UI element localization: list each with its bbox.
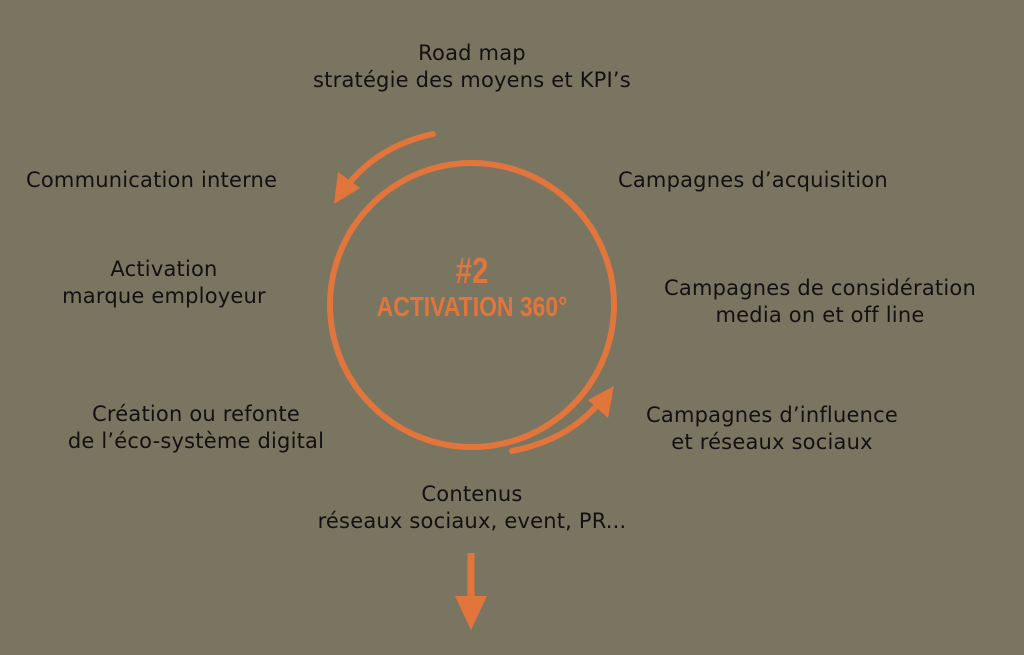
acquisition-label: Campagnes d’acquisition: [618, 168, 888, 192]
down-arrow-icon: [455, 596, 487, 630]
communication-label: Communication interne: [26, 168, 278, 192]
contenus-line2: réseaux sociaux, event, PR...: [317, 509, 627, 533]
creation-line1: Création ou refonte: [92, 402, 300, 426]
contenus-label: Contenus réseaux sociaux, event, PR...: [272, 481, 672, 535]
center-title: ACTIVATION 360°: [376, 291, 568, 322]
activation-line2: marque employeur: [62, 284, 266, 308]
influence-line1: Campagnes d’influence: [646, 403, 898, 427]
bottom-right-arrowhead-icon: [588, 386, 614, 418]
bottom-right-curved-arrow: [509, 399, 603, 454]
creation-label: Création ou refonte de l’éco-système dig…: [46, 401, 346, 455]
consideration-label: Campagnes de considération media on et o…: [640, 275, 1000, 329]
creation-line2: de l’éco-système digital: [67, 429, 325, 453]
activation-circle: [327, 160, 617, 450]
contenus-line1: Contenus: [421, 482, 523, 506]
roadmap-label: Road map stratégie des moyens et KPI’s: [222, 40, 722, 94]
top-left-arrowhead-icon: [334, 172, 360, 204]
roadmap-line2: stratégie des moyens et KPI’s: [313, 68, 631, 92]
consideration-line2: media on et off line: [715, 303, 925, 327]
activation-line1: Activation: [110, 257, 218, 281]
activation-label: Activation marque employeur: [14, 256, 314, 310]
roadmap-line1: Road map: [418, 41, 526, 65]
influence-label: Campagnes d’influence et réseaux sociaux: [612, 402, 932, 456]
center-number: #2: [455, 250, 489, 291]
consideration-line1: Campagnes de considération: [664, 276, 976, 300]
influence-line2: et réseaux sociaux: [671, 430, 873, 454]
top-left-curved-arrow: [344, 131, 436, 189]
